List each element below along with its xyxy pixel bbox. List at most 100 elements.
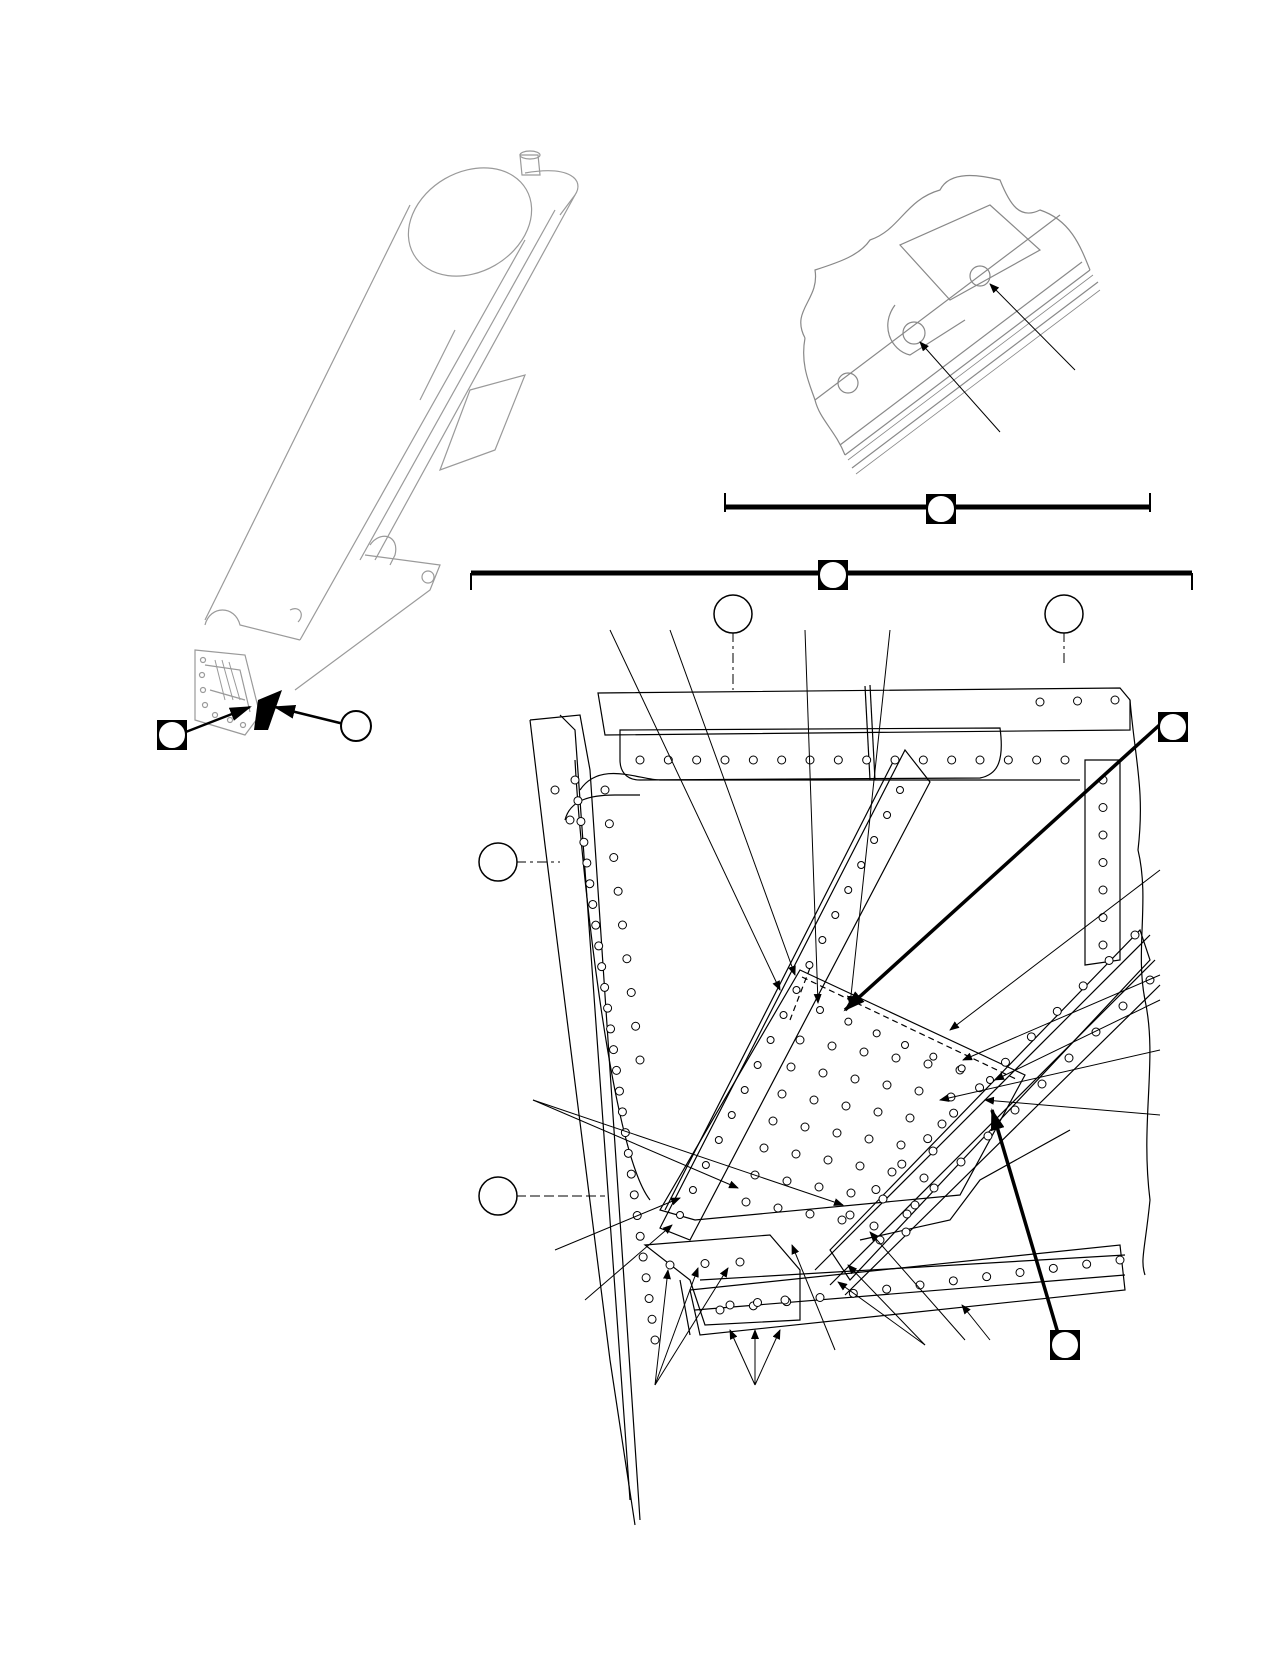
fastener-hole	[901, 1227, 911, 1237]
fastener-hole	[862, 755, 872, 765]
fastener-hole	[714, 1136, 723, 1144]
fastener-hole	[626, 988, 636, 997]
fastener-hole	[780, 1295, 790, 1305]
fastener-hole	[629, 1190, 639, 1200]
fastener-hole	[873, 1107, 883, 1117]
fastener-hole	[773, 1203, 783, 1213]
fastener-hole	[919, 1173, 929, 1183]
fastener-hole	[869, 1221, 879, 1231]
fastener-hole	[635, 755, 645, 765]
fastener-hole	[832, 1128, 842, 1138]
fastener-hole	[647, 1314, 657, 1324]
fastener-hole	[1032, 755, 1042, 765]
fastener-hole	[701, 1161, 710, 1169]
fastener-hole	[1098, 885, 1108, 895]
fastener-hole	[786, 1062, 796, 1072]
fastener-hole	[844, 886, 853, 894]
fastener-hole	[688, 1186, 697, 1194]
fastener-hole	[1026, 1032, 1036, 1042]
fastener-hole	[905, 1113, 915, 1123]
fastener-hole	[611, 1065, 621, 1075]
fastener-hole	[1010, 1105, 1020, 1115]
fastener-hole	[600, 785, 610, 795]
fastener-hole	[923, 1134, 933, 1144]
fastener-hole	[735, 1257, 745, 1267]
fastener-hole	[600, 982, 610, 992]
fastener-hole	[957, 1064, 966, 1073]
fastener-hole	[897, 1159, 907, 1169]
overview-callout-left	[157, 720, 187, 750]
fastener-hole	[725, 1300, 735, 1310]
fastener-hole	[814, 1182, 824, 1192]
fastener-hole	[715, 1305, 725, 1315]
fastener-hole	[871, 1185, 881, 1195]
fastener-hole	[768, 1116, 778, 1126]
fastener-hole	[1104, 955, 1114, 965]
inset-leader-2	[989, 283, 1076, 371]
fastener-hole	[1118, 1001, 1128, 1011]
fastener-hole	[727, 1111, 736, 1119]
fastener-hole	[844, 1017, 853, 1026]
fastener-hole	[986, 1076, 994, 1084]
fastener-hole	[1035, 697, 1045, 707]
fastener-hole	[795, 1035, 805, 1045]
fastener-hole	[818, 1068, 828, 1078]
fastener-hole	[759, 1143, 769, 1153]
fastener-hole	[597, 962, 607, 972]
fastener-hole	[982, 1272, 992, 1282]
fastener-hole	[748, 755, 758, 765]
fastener-hole	[1073, 696, 1082, 706]
fastener-hole	[956, 1157, 966, 1167]
fastener-hole	[623, 1148, 633, 1158]
fastener-hole	[644, 1294, 654, 1304]
fastener-hole	[1064, 1053, 1074, 1063]
fastener-hole	[777, 1089, 787, 1099]
fastener-hole	[929, 1183, 939, 1193]
fastener-hole	[791, 1149, 801, 1159]
main-section-line	[470, 560, 1193, 590]
fastener-hole	[614, 1086, 624, 1096]
view-arrow-upper	[843, 718, 1167, 1012]
fastener-hole	[641, 1273, 651, 1283]
fastener-hole	[896, 786, 904, 794]
fastener-hole	[1098, 830, 1108, 840]
fastener-hole	[841, 1101, 851, 1111]
fastener-hole	[850, 1074, 860, 1084]
fastener-hole	[665, 1260, 675, 1270]
fastener-hole	[1098, 940, 1108, 950]
fastener-hole	[570, 775, 580, 785]
fastener-hole	[676, 1211, 684, 1219]
fastener-hole	[901, 1041, 909, 1049]
fastener-hole	[837, 1215, 847, 1225]
fastener-hole	[902, 1209, 912, 1219]
fastener-hole	[588, 899, 598, 909]
overview-callout-right	[340, 710, 372, 742]
fastener-hole	[779, 1011, 788, 1019]
fastener-hole	[975, 755, 985, 765]
fastener-hole	[1098, 803, 1108, 812]
fastener-hole	[878, 1194, 888, 1204]
fastener-hole	[603, 1003, 613, 1013]
fastener-hole	[859, 1047, 869, 1057]
fastener-hole	[1048, 1263, 1058, 1273]
fastener-hole	[741, 1197, 751, 1207]
fastener-hole	[815, 1293, 825, 1302]
fastener-hole	[1078, 981, 1088, 991]
overview-assembly	[194, 150, 579, 736]
fastener-hole	[857, 861, 866, 869]
fastener-hole	[766, 1036, 775, 1044]
fastener-hole	[585, 879, 595, 889]
fastener-hole	[833, 755, 843, 765]
fastener-hole	[579, 837, 589, 847]
fastener-hole	[855, 1161, 865, 1171]
fastener-hole	[1098, 913, 1108, 922]
fastener-hole	[622, 954, 632, 964]
fastener-hole	[792, 986, 801, 994]
fastener-hole	[910, 1200, 920, 1210]
fastener-hole	[1115, 1255, 1125, 1265]
fastener-hole	[582, 858, 592, 868]
fastener-hole	[864, 1134, 874, 1144]
fastener-hole	[609, 853, 619, 862]
